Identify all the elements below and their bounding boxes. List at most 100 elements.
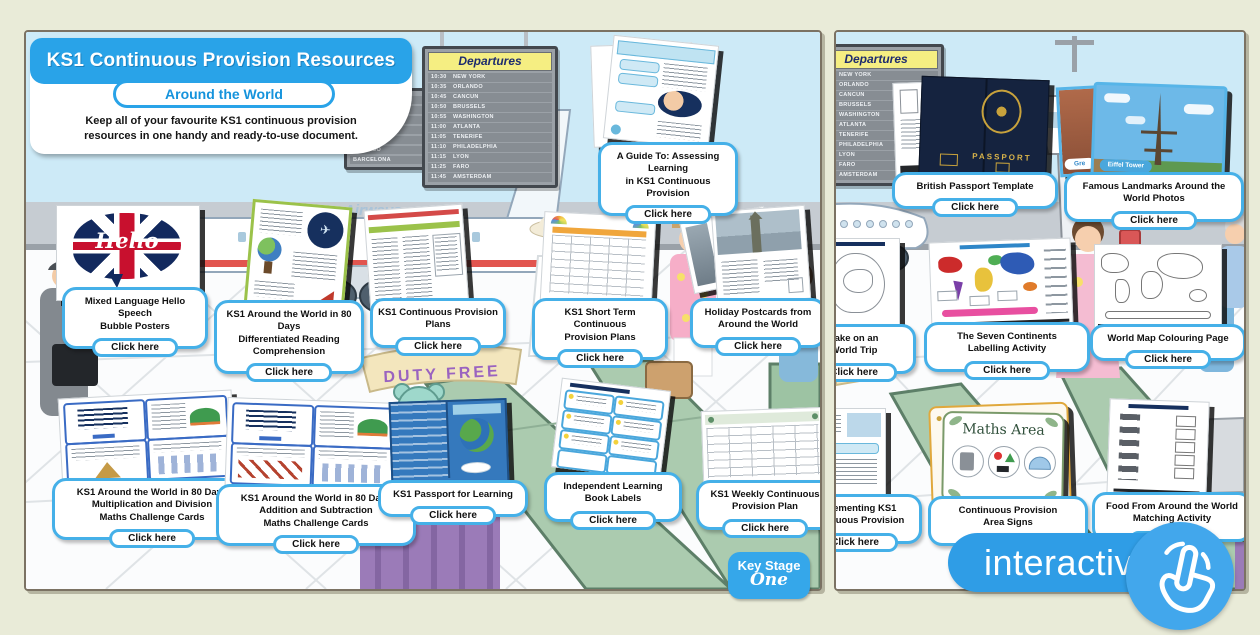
click-here-button[interactable]: Click here (722, 518, 808, 538)
resource-card-title: Take on an World Trip (834, 333, 879, 357)
resource-card-title: KS1 Around the World in 80 Days Addition… (240, 493, 391, 529)
duty-free-stand: DUTY FREE (359, 344, 523, 394)
bw-map-thumbnail (1094, 244, 1222, 330)
page-description: Keep all of your favourite KS1 continuou… (84, 115, 358, 142)
speech-bubble-tail (109, 274, 123, 288)
eiffel-label: Eiffel Tower (1099, 158, 1152, 173)
header-box: KS1 Continuous Provision Resources Aroun… (30, 38, 412, 154)
click-here-button[interactable]: Click here (715, 336, 801, 356)
duty-free-banner-text: DUTY FREE (383, 363, 501, 386)
interactive-hand-circle (1126, 522, 1234, 630)
resource-card-title: Food From Around the World Matching Acti… (1106, 501, 1238, 525)
passport-cover-text: PASSPORT (972, 151, 1032, 163)
passport-cover-thumbnail: PASSPORT (918, 75, 1050, 179)
resource-card-title: A Guide To: Assessing Learning in KS1 Co… (616, 151, 720, 200)
click-here-button[interactable]: Click here (836, 532, 898, 552)
implementing-guide-thumbnail (836, 408, 886, 510)
globe-stand (263, 261, 273, 274)
click-here-button[interactable]: Click here (836, 362, 897, 382)
resource-card-title: KS1 Around the World in 80 Days Differen… (226, 309, 352, 358)
hello-text: Hello (95, 228, 159, 253)
departure-row: BARCELONA (350, 155, 434, 164)
departures-board-title: Departures (428, 52, 552, 71)
interactive-label: interactive (984, 541, 1154, 583)
resource-page-left: ★ Airways (24, 30, 822, 591)
click-here-button[interactable]: Click here (964, 360, 1050, 380)
hello-posters-thumbnail: Hello (56, 205, 200, 301)
reading-comprehension-thumbnail: ✈ (243, 198, 353, 316)
click-here-button[interactable]: Click here (410, 506, 496, 526)
tap-hand-icon (1159, 541, 1216, 613)
click-here-button[interactable]: Click here (625, 205, 711, 225)
eiffel-photo-thumbnail: Eiffel Tower (1090, 81, 1228, 183)
weekly-plan-thumbnail (700, 406, 820, 486)
key-stage-label: Key Stage (737, 558, 801, 573)
click-here-button[interactable]: Click here (273, 535, 359, 555)
click-here-button[interactable]: Click here (246, 363, 332, 383)
postcard-front-thumbnail (710, 204, 812, 306)
assessing-guide-thumbnail (602, 34, 720, 150)
resource-card-title: Mixed Language Hello Speech Bubble Poste… (84, 296, 186, 332)
short-term-plans-thumbnail (539, 211, 657, 307)
food-matching-thumbnail (1106, 398, 1210, 500)
departures-board-title: Departures (836, 50, 938, 69)
maths-area-sign-thumbnail: Maths Area (941, 410, 1065, 506)
header-title-bar: KS1 Continuous Provision Resources (30, 38, 412, 84)
maths-area-text: Maths Area (962, 421, 1045, 439)
continents-map-thumbnail (928, 237, 1074, 331)
page-title: KS1 Continuous Provision Resources (46, 50, 396, 71)
globe-icon (256, 236, 283, 263)
candy-stand-fragment (1235, 542, 1244, 589)
union-jack-speech-bubble-icon (73, 213, 181, 279)
plane-photo-icon: ✈ (305, 210, 345, 250)
resource-card-title: World Map Colouring Page (1107, 333, 1229, 344)
click-here-button[interactable]: Click here (570, 510, 656, 530)
resource-card-title: The Seven Continents Labelling Activity (957, 331, 1057, 355)
passport-learning-thumbnail (388, 397, 510, 487)
resource-card-title: Implementing KS1 Continuous Provision (834, 503, 905, 527)
click-here-button[interactable]: Click here (109, 529, 195, 549)
resource-card-title: KS1 Weekly Continuous Provision Plan (710, 489, 820, 513)
resource-card-title: Famous Landmarks Around the World Photos (1082, 181, 1226, 205)
challenge-cards-thumbnail (224, 396, 402, 496)
resource-card-title: KS1 Passport for Learning (393, 489, 513, 500)
book-labels-thumbnail (550, 377, 672, 481)
click-here-button[interactable]: Click here (395, 336, 481, 356)
page-subtitle: Around the World (113, 80, 335, 108)
click-here-button[interactable]: Click here (1125, 350, 1211, 370)
resource-card-title: British Passport Template (916, 181, 1034, 192)
click-here-button[interactable]: Click here (932, 198, 1018, 218)
challenge-cards-thumbnail (57, 389, 237, 491)
resource-card-title: KS1 Continuous Provision Plans (378, 307, 498, 331)
resource-card-title: KS1 Short Term Continuous Provision Plan… (564, 307, 636, 343)
click-here-button[interactable]: Click here (557, 349, 643, 369)
key-stage-one-label: One (750, 570, 788, 590)
click-here-button[interactable]: Click here (1111, 210, 1197, 230)
resource-card-title: Independent Learning Book Labels (563, 481, 663, 505)
click-here-button[interactable]: Click here (92, 338, 178, 358)
